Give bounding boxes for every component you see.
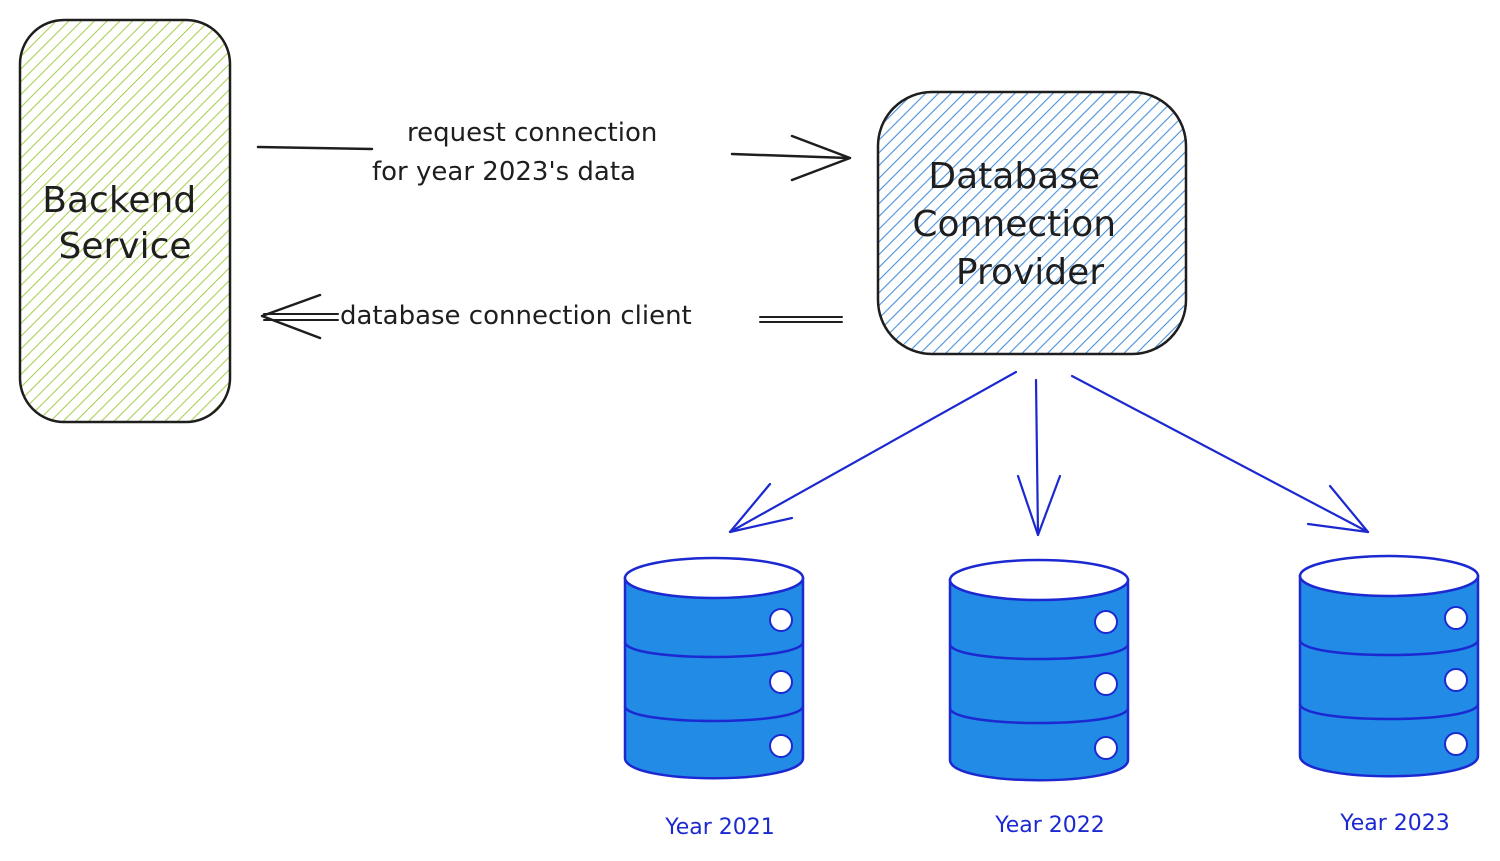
fan-out-arrows bbox=[728, 370, 1370, 537]
database-icon bbox=[623, 556, 805, 780]
database-label-2021: Year 2021 bbox=[664, 815, 775, 840]
arrowhead-2022-icon bbox=[1016, 474, 1062, 537]
connection-provider-box bbox=[876, 90, 1188, 356]
request-arrow: request connection for year 2023's data bbox=[256, 118, 852, 187]
database-label-2022: Year 2022 bbox=[994, 813, 1105, 838]
database-icon bbox=[1298, 554, 1480, 778]
database-year-2023[interactable]: Year 2023 bbox=[1298, 554, 1480, 836]
backend-service-node[interactable]: Backend Service bbox=[18, 18, 232, 424]
response-arrowhead-icon bbox=[260, 293, 322, 340]
response-arrow-line-right bbox=[759, 316, 843, 323]
response-arrow-line-left bbox=[263, 313, 339, 321]
provider-label-line-3: Provider bbox=[956, 252, 1104, 293]
response-arrow: database connection client bbox=[260, 293, 843, 340]
request-arrow-line-left bbox=[256, 145, 374, 151]
database-year-2021[interactable]: Year 2021 bbox=[623, 556, 805, 840]
provider-label-line-1: Database bbox=[928, 156, 1100, 197]
request-label-line-1: request connection bbox=[407, 118, 657, 148]
arrowhead-2021-icon bbox=[728, 482, 794, 534]
arrow-to-year-2021 bbox=[728, 370, 1018, 534]
request-arrow-line-right bbox=[730, 152, 850, 160]
connection-provider-node[interactable]: Database Connection Provider bbox=[876, 90, 1188, 356]
arrowhead-2023-icon bbox=[1306, 484, 1370, 534]
response-arrow-label: database connection client bbox=[340, 301, 692, 331]
backend-service-box bbox=[18, 18, 232, 424]
database-icon bbox=[948, 558, 1130, 782]
connection-provider-label: Database Connection Provider bbox=[912, 156, 1127, 293]
request-arrowhead-icon bbox=[790, 134, 852, 182]
arrow-to-year-2022 bbox=[1034, 378, 1040, 537]
backend-label-line-2: Service bbox=[58, 226, 191, 267]
backend-label-line-1: Backend bbox=[42, 180, 196, 221]
backend-service-label: Backend Service bbox=[42, 180, 207, 267]
request-label-line-2: for year 2023's data bbox=[372, 157, 636, 187]
arrow-to-year-2023 bbox=[1070, 374, 1370, 534]
database-year-2022[interactable]: Year 2022 bbox=[948, 558, 1130, 838]
request-arrow-label: request connection for year 2023's data bbox=[372, 118, 666, 187]
provider-label-line-2: Connection bbox=[912, 204, 1116, 245]
database-label-2023: Year 2023 bbox=[1339, 811, 1450, 836]
